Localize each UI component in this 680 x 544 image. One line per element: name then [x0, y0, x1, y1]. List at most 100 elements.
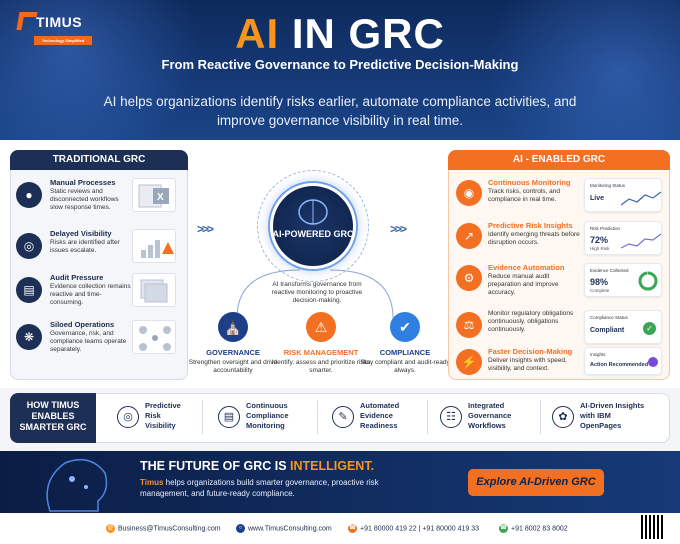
network-icon: ❋ — [16, 324, 42, 350]
title-ai: AI — [235, 10, 280, 57]
pillar-governance: ⛪ GOVERNANCE Strengthen oversight and dr… — [183, 312, 283, 375]
document-icon: ✎ — [332, 406, 354, 428]
traditional-item-title: Delayed Visibility — [50, 229, 112, 238]
how-item-label: Integrated Governance Workflows — [468, 401, 512, 430]
future-description: Timus helps organizations build smarter … — [140, 477, 410, 499]
ai-item-title: Faster Decision-Making — [488, 347, 573, 356]
ai-item: ⚖ Monitor regulatory obligations continu… — [456, 310, 666, 350]
status-card: Compliance Status Compliant ✓ — [584, 310, 662, 344]
divider — [317, 400, 318, 434]
pillar-compliance: ✔ COMPLIANCE Stay compliant and audit-re… — [355, 312, 455, 375]
progress-ring-icon — [638, 271, 658, 291]
whatsapp-icon: ☎ — [499, 524, 508, 533]
folders-icon — [132, 273, 176, 307]
lightning-icon: ⚡ — [456, 349, 482, 375]
bar-chart-warning-icon — [132, 229, 176, 263]
traditional-item-title: Siloed Operations — [50, 320, 115, 329]
card-sub: High Risk — [590, 246, 610, 251]
regulatory-icon: ⚖ — [456, 312, 482, 338]
card-value: Action Recommended — [590, 362, 649, 368]
traditional-grc-heading: TRADITIONAL GRC — [10, 150, 188, 170]
ai-item-desc: Deliver insights with speed, visibility,… — [488, 357, 567, 372]
ai-item: ◉ Continuous Monitoring Track risks, con… — [456, 178, 666, 218]
traditional-item-desc: Evidence collection remains reactive and… — [50, 283, 131, 306]
card-value: 72% — [590, 235, 609, 245]
how-item: ☷ Integrated Governance Workflows — [440, 398, 535, 438]
future-title: THE FUTURE OF GRC IS INTELLIGENT. — [140, 459, 374, 473]
how-timus-heading: HOW TIMUS ENABLES SMARTER GRC — [10, 393, 96, 443]
footer-whatsapp[interactable]: ☎+91 8002 83 8002 — [499, 524, 568, 533]
chevrons-right-icon: >>> — [390, 222, 407, 236]
page-title: AI IN GRC — [0, 10, 680, 58]
workflow-icon: ☷ — [440, 406, 462, 428]
mail-icon: @ — [106, 524, 115, 533]
ai-item-desc: Monitor regulatory obligations continuou… — [488, 310, 574, 333]
ai-item-title: Evidence Automation — [488, 263, 565, 272]
phone-icon: ☎ — [348, 524, 357, 533]
status-card: Insights Action Recommended — [584, 347, 662, 375]
monitor-icon: ◉ — [456, 180, 482, 206]
pillar-desc: Strengthen oversight and drive accountab… — [188, 359, 278, 374]
how-item: ▤ Continuous Compliance Monitoring — [218, 398, 318, 438]
how-item: ✿ AI-Driven Insights with IBM OpenPages — [552, 398, 667, 438]
title-grc: IN GRC — [291, 10, 445, 57]
spreadsheet-icon: X — [132, 178, 176, 212]
card-label: Monitoring Status — [590, 183, 626, 188]
ai-item-desc: Identify emerging threats before disrupt… — [488, 231, 580, 246]
explore-cta-button[interactable]: Explore AI-Driven GRC — [468, 469, 604, 496]
header-banner — [0, 0, 680, 140]
footer-email-text: Business@TimusConsulting.com — [118, 525, 221, 533]
divider — [540, 400, 541, 434]
future-desc-text: helps organizations build smarter govern… — [140, 478, 379, 498]
pillar-title: GOVERNANCE — [206, 348, 260, 357]
trend-line-icon — [621, 191, 661, 206]
insight-dot-icon — [648, 357, 658, 367]
shield-check-icon: ✔ — [390, 312, 420, 342]
ai-item-desc: Reduce manual audit preparation and impr… — [488, 273, 559, 296]
footer-website-text: www.TimusConsulting.com — [248, 525, 332, 533]
center-description: AI transforms governance from reactive m… — [271, 281, 363, 304]
ai-item: ↗ Predictive Risk Insights Identify emer… — [456, 221, 666, 261]
card-sub: Complete — [590, 288, 610, 293]
traditional-item: ❋ Siloed Operations Governance, risk, an… — [16, 320, 184, 364]
traditional-item-title: Manual Processes — [50, 178, 116, 187]
pillar-title: RISK MANAGEMENT — [283, 348, 359, 357]
divider — [202, 400, 203, 434]
card-label: Risk Prediction — [590, 226, 621, 231]
ai-item-title: Predictive Risk Insights — [488, 221, 573, 230]
circuit-head-icon — [46, 458, 108, 512]
qr-code-icon[interactable] — [641, 515, 665, 539]
traditional-item: ◎ Delayed Visibility Risks are identifie… — [16, 229, 184, 273]
traditional-item: ● Manual Processes Static reviews and di… — [16, 178, 184, 222]
hub-ring — [257, 170, 369, 282]
chevrons-left-icon: >>> — [197, 222, 214, 236]
brain-icon: ✿ — [552, 406, 574, 428]
ai-item: ⚙ Evidence Automation Reduce manual audi… — [456, 263, 666, 303]
ai-item-desc: Track risks, controls, and compliance in… — [488, 188, 561, 203]
building-icon: ⛪ — [218, 312, 248, 342]
globe-icon: ○ — [236, 524, 245, 533]
pillar-desc: Stay compliant and audit-ready always. — [360, 359, 450, 374]
risk-gauge-icon: ⚠ — [306, 312, 336, 342]
footer-whatsapp-text: +91 8002 83 8002 — [511, 525, 568, 533]
footer-website[interactable]: ○www.TimusConsulting.com — [236, 524, 332, 533]
hub-title: AI-POWERED GRC — [272, 229, 354, 239]
how-item-label: Predictive Risk Visibility — [145, 401, 181, 430]
trend-up-icon: ↗ — [456, 223, 482, 249]
divider — [427, 400, 428, 434]
eye-icon: ◎ — [117, 406, 139, 428]
team-network-icon — [132, 320, 176, 354]
pillar-risk-management: ⚠ RISK MANAGEMENT Identify, assess and p… — [271, 312, 371, 375]
page-description: AI helps organizations identify risks ea… — [103, 94, 577, 128]
clipboard-icon: ▤ — [16, 277, 42, 303]
page-subtitle: From Reactive Governance to Predictive D… — [161, 57, 519, 72]
pillar-desc: Identify, assess and prioritize risks sm… — [271, 359, 371, 374]
ai-item: ⚡ Faster Decision-Making Deliver insight… — [456, 347, 666, 387]
status-card: Risk Prediction 72% High Risk — [584, 221, 662, 255]
timus-logo: TIMUS Technology Simplified — [14, 10, 94, 50]
ai-hub — [270, 183, 356, 269]
traditional-item-desc: Governance, risk, and compliance teams o… — [50, 330, 127, 353]
how-item-label: Automated Evidence Readiness — [360, 401, 400, 430]
footer-email[interactable]: @Business@TimusConsulting.com — [106, 524, 221, 533]
people-icon: ● — [16, 182, 42, 208]
